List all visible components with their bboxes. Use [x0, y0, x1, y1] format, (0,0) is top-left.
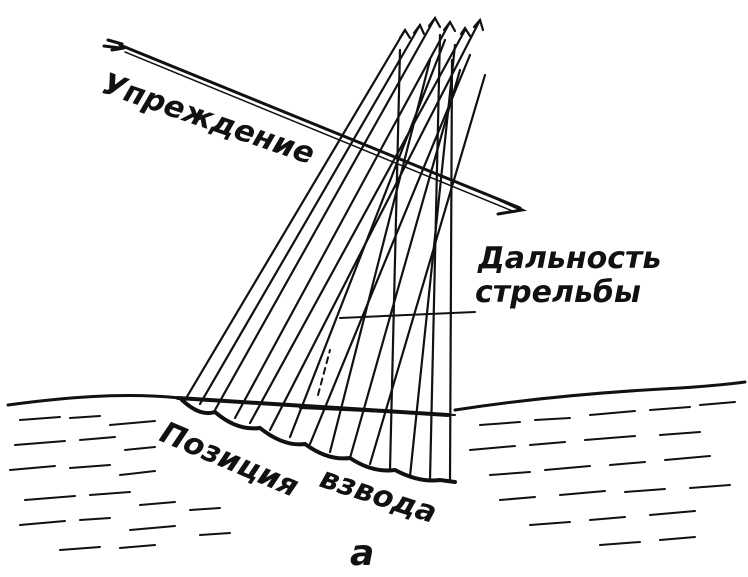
terrain-hatching [6, 380, 747, 551]
range-leader [299, 311, 476, 416]
range-label-line2: стрельбы [475, 275, 641, 310]
figure-caption: а [350, 533, 374, 574]
lead-arrow [102, 38, 528, 216]
range-label: Дальность [477, 241, 661, 276]
fire-trajectories [183, 16, 487, 484]
trajectory-arrowheads [398, 15, 485, 40]
position-label-word1: Позиция [155, 415, 304, 505]
